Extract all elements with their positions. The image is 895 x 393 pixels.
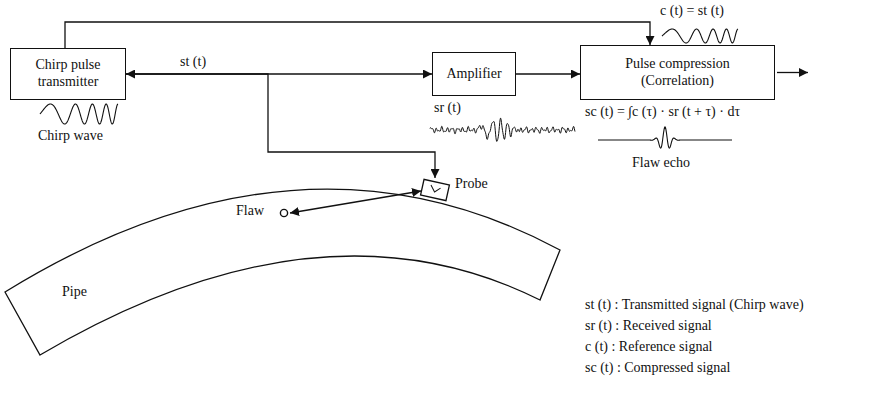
amplifier-box: Amplifier [432,52,516,96]
compression-box: Pulse compression (Correlation) [580,45,775,100]
formula: sc (t) = ∫c (τ) · sr (t + τ) · dτ [585,104,740,120]
node-label: Pulse compression (Correlation) [610,56,745,90]
compressed-waveform [598,127,732,148]
output-arrow [777,72,808,73]
probe-element [430,185,441,193]
signal-connector [126,74,435,178]
legend-note: sr (t) : Received signal [585,318,712,334]
probe-body [421,179,450,200]
transmitter-box: Chirp pulse transmitter [10,48,126,100]
waveform-caption: Flaw echo [632,155,690,171]
node-label: Probe [455,176,488,192]
node-label: Flaw [236,203,264,219]
legend-note: st (t) : Transmitted signal (Chirp wave) [585,297,804,313]
signal-connector [65,22,650,48]
probe-outline [421,176,455,206]
node-label: Pipe [62,284,87,300]
node-label: Chirp pulse transmitter [18,57,118,91]
reference-waveform [662,29,738,43]
received-waveform [430,118,575,141]
node-label: Amplifier [446,66,501,83]
signal-connector [290,191,421,213]
pipe-node: Pipe Flaw [0,170,575,370]
flaw-node: Flaw [236,203,292,221]
signal-connector [516,73,580,74]
flaw-mark [280,209,287,216]
pipe-outline [0,170,575,370]
legend-note: sc (t) : Compressed signal [585,360,730,376]
waveform-caption: Chirp wave [38,128,103,144]
pipe-wall [5,189,560,355]
signal-name: c (t) = st (t) [660,3,724,19]
signal-name: st (t) [178,54,208,70]
legend-note: c (t) : Reference signal [585,339,713,355]
chirp-waveform [40,104,118,124]
signal-name: sr (t) [434,100,461,116]
